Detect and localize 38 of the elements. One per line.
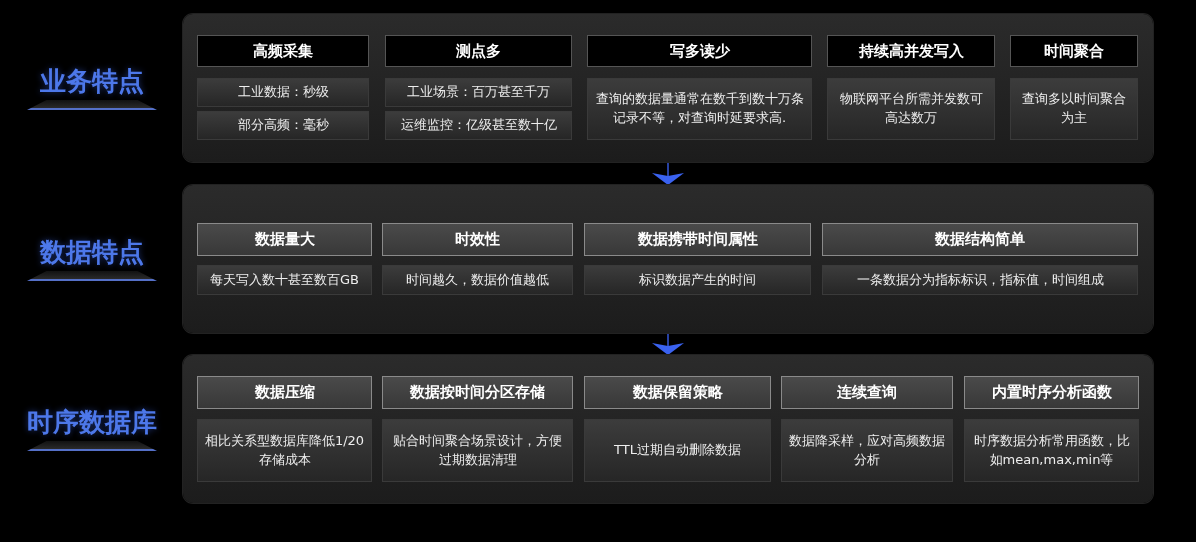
feature-description: 相比关系型数据库降低1/20存储成本 bbox=[197, 419, 372, 482]
feature-description: 工业数据：秒级 bbox=[197, 78, 369, 107]
feature-header: 时效性 bbox=[382, 223, 573, 256]
feature-description: 工业场景：百万甚至千万 bbox=[385, 78, 572, 107]
feature-description: 数据降采样，应对高频数据分析 bbox=[781, 419, 953, 482]
feature-description: 部分高频：毫秒 bbox=[197, 111, 369, 140]
feature-description: TTL过期自动删除数据 bbox=[584, 419, 771, 482]
feature-description: 贴合时间聚合场景设计，方便过期数据清理 bbox=[382, 419, 573, 482]
feature-description: 查询的数据量通常在数千到数十万条记录不等，对查询时延要求高. bbox=[587, 78, 812, 140]
feature-header: 内置时序分析函数 bbox=[964, 376, 1139, 409]
feature-description: 物联网平台所需并发数可高达数万 bbox=[827, 78, 995, 140]
section-panel bbox=[183, 14, 1153, 162]
feature-description: 查询多以时间聚合为主 bbox=[1010, 78, 1138, 140]
feature-header: 高频采集 bbox=[197, 35, 369, 67]
feature-header: 测点多 bbox=[385, 35, 572, 67]
section-title: 数据特点 bbox=[38, 236, 145, 269]
feature-header: 写多读少 bbox=[587, 35, 812, 67]
feature-description: 时序数据分析常用函数，比如mean,max,min等 bbox=[964, 419, 1139, 482]
feature-description: 时间越久，数据价值越低 bbox=[382, 265, 573, 295]
feature-header: 数据量大 bbox=[197, 223, 372, 256]
section-title: 时序数据库 bbox=[26, 406, 158, 439]
feature-header: 数据按时间分区存储 bbox=[382, 376, 573, 409]
feature-description: 每天写入数十甚至数百GB bbox=[197, 265, 372, 295]
feature-description: 标识数据产生的时间 bbox=[584, 265, 811, 295]
feature-header: 数据压缩 bbox=[197, 376, 372, 409]
feature-header: 持续高并发写入 bbox=[827, 35, 995, 67]
feature-header: 数据保留策略 bbox=[584, 376, 771, 409]
section-panel bbox=[183, 355, 1153, 503]
feature-header: 数据携带时间属性 bbox=[584, 223, 811, 256]
feature-header: 连续查询 bbox=[781, 376, 953, 409]
chevron-arrow bbox=[652, 161, 684, 186]
feature-header: 时间聚合 bbox=[1010, 35, 1138, 67]
section-title: 业务特点 bbox=[39, 65, 145, 98]
feature-description: 运维监控：亿级甚至数十亿 bbox=[385, 111, 572, 140]
chevron-arrow bbox=[652, 332, 684, 356]
section-panel bbox=[183, 185, 1153, 333]
feature-description: 一条数据分为指标标识，指标值，时间组成 bbox=[822, 265, 1138, 295]
feature-header: 数据结构简单 bbox=[822, 223, 1138, 256]
